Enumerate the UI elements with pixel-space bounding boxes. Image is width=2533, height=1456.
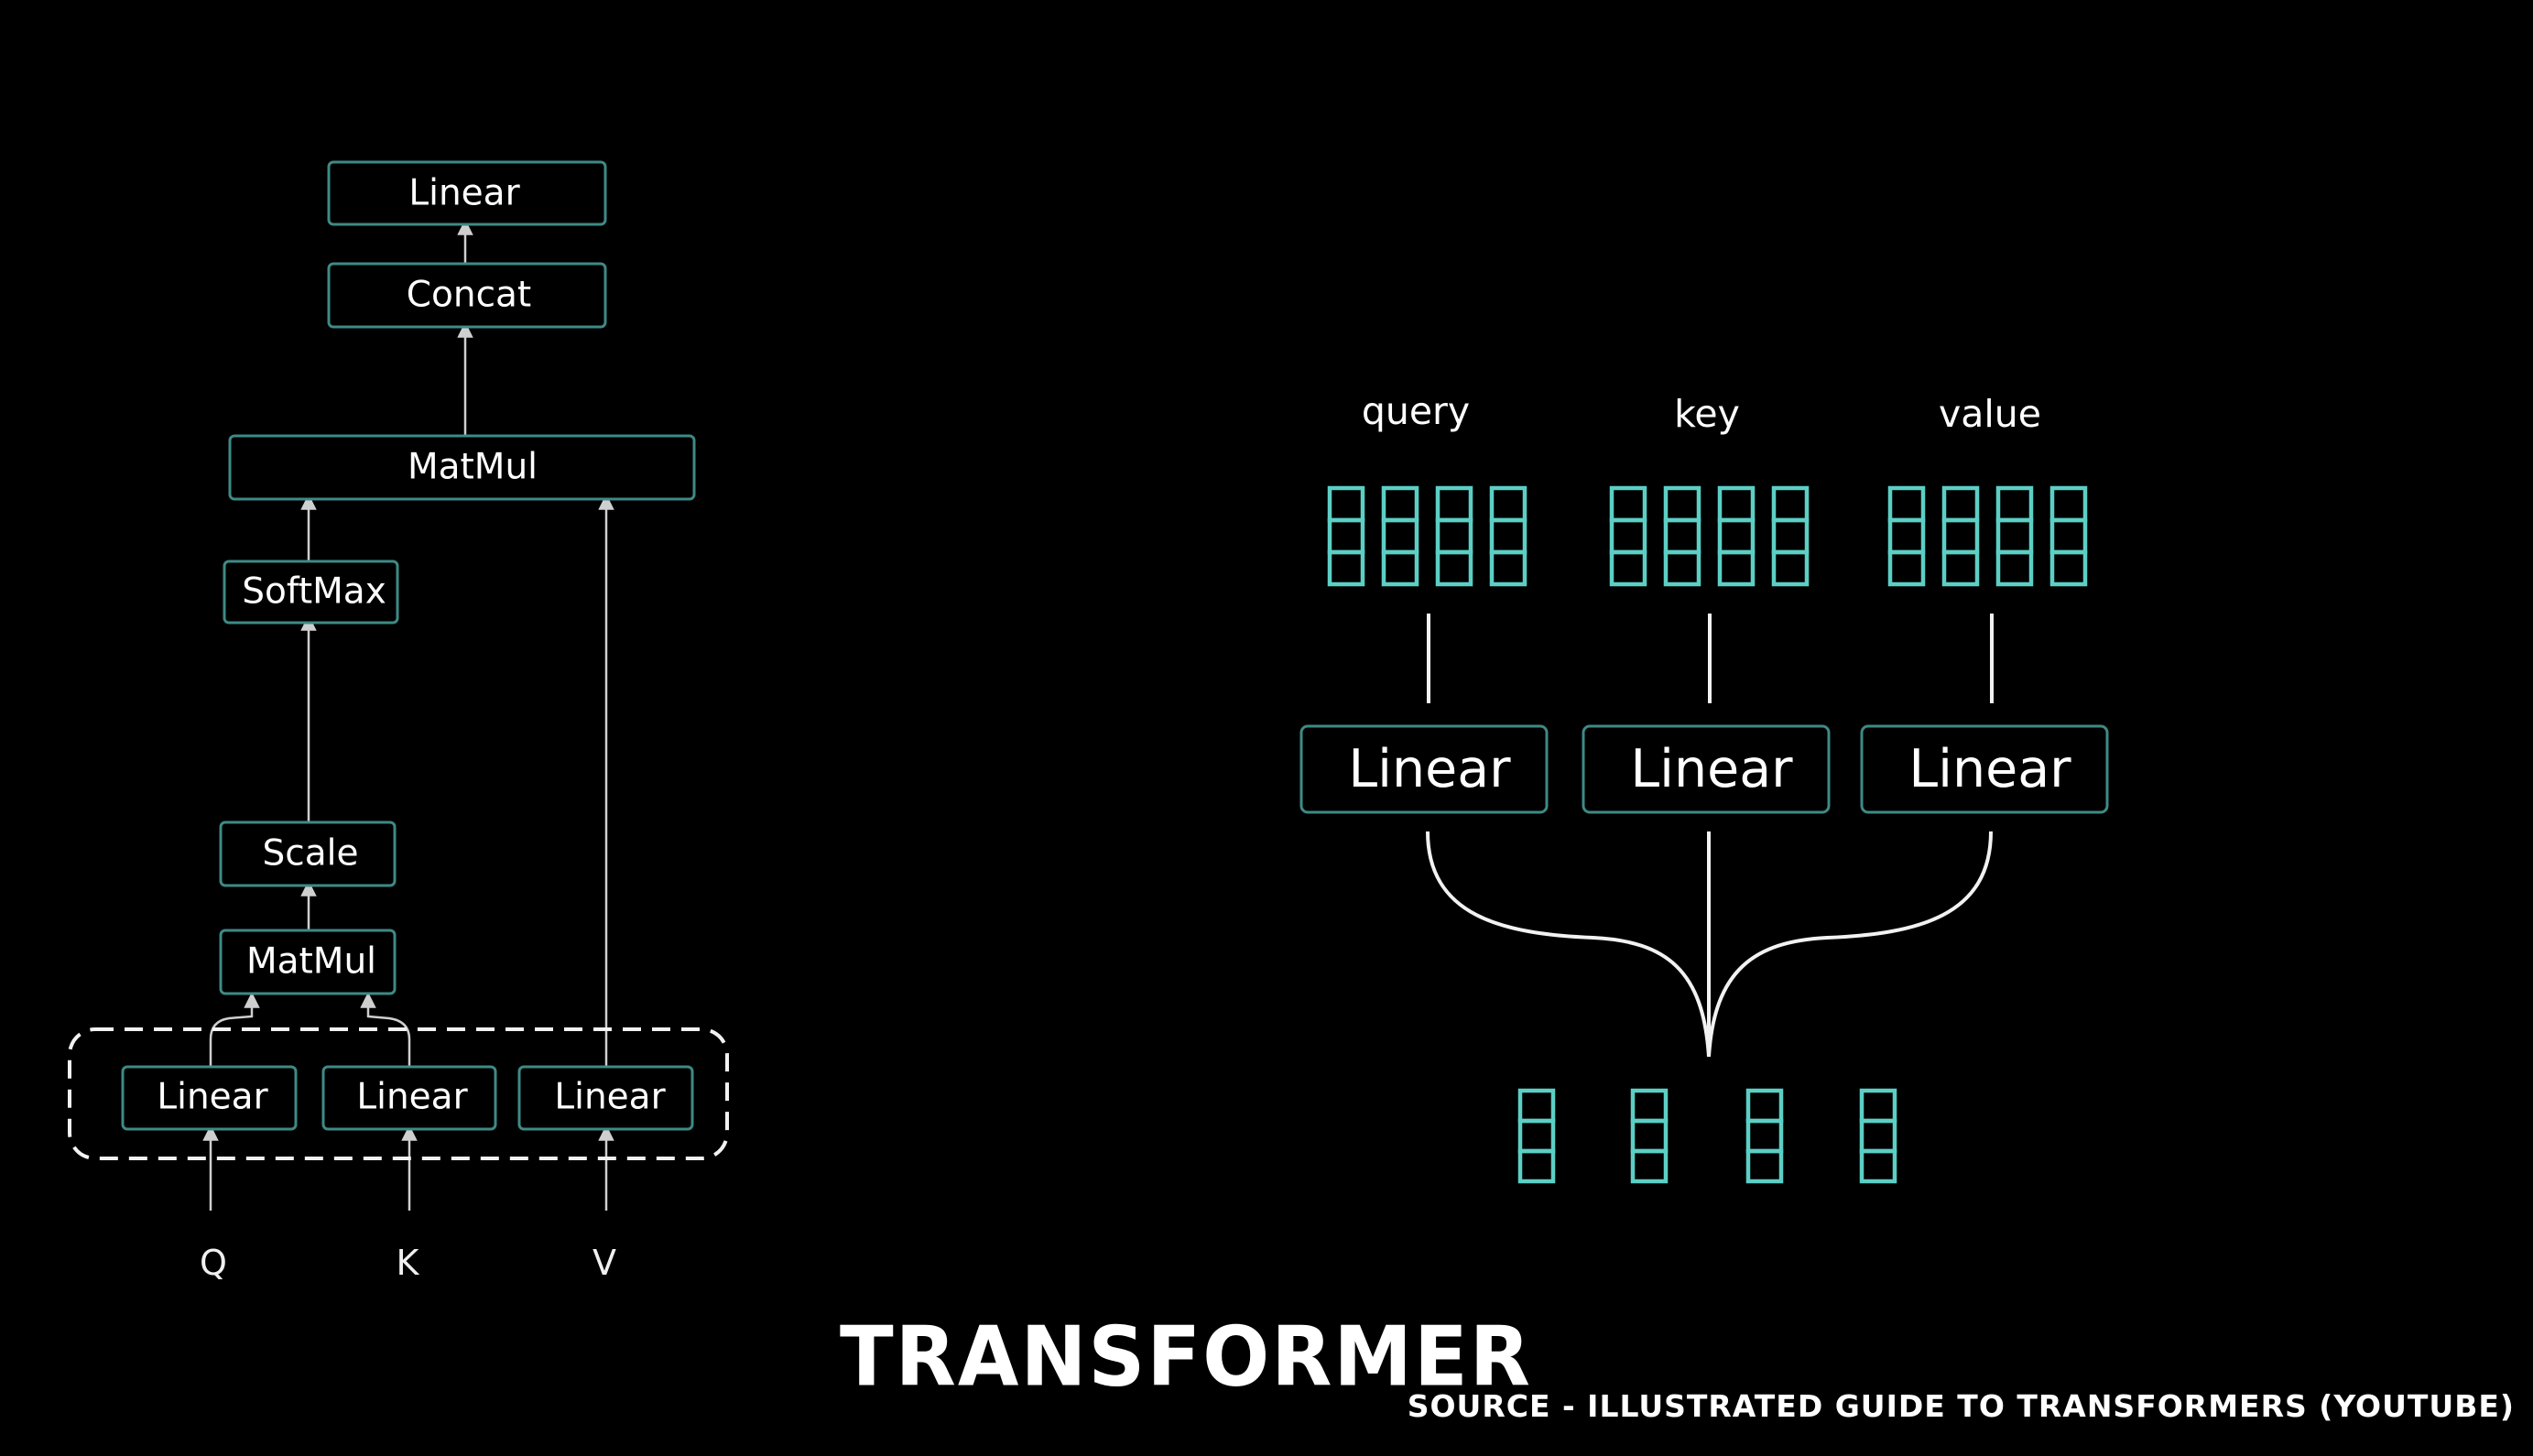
output-vector-3-cell-2 [1745,1118,1784,1154]
key-vector-3-cell-1 [1717,485,1756,523]
query-vector-1-cell-2 [1327,517,1365,555]
input-q-label: Q [200,1243,227,1283]
output-vector-group [1517,1088,1897,1184]
output-vector-2-cell-2 [1630,1118,1669,1154]
query-vector-2-cell-3 [1381,549,1419,587]
value-vector-4-cell-2 [2049,517,2088,555]
box-softmax: SoftMax [223,560,399,625]
key-vector-4-cell-1 [1771,485,1810,523]
query-vector-3-cell-2 [1435,517,1473,555]
output-vector-1-cell-3 [1517,1148,1556,1184]
linear-box-key: Linear [1582,724,1831,814]
box-linear-q-label: Linear [157,1077,268,1118]
key-vector-2-cell-2 [1663,517,1701,555]
header-key: key [1674,392,1740,436]
merge-curve-value [1707,831,1993,1058]
header-value: value [1939,392,2041,436]
arrow-linear-k-to-matmul [360,992,411,1066]
box-matmul-top-label: MatMul [408,447,538,488]
query-vector-4-cell-1 [1489,485,1527,523]
box-softmax-label: SoftMax [242,571,386,613]
query-vector-1-cell-1 [1327,485,1365,523]
box-scale: Scale [219,820,397,887]
query-vector-2-cell-2 [1381,517,1419,555]
input-k-label: K [397,1243,420,1283]
query-vector-3-cell-1 [1435,485,1473,523]
query-vector-2-cell-1 [1381,485,1419,523]
source-credit: SOURCE - ILLUSTRATED GUIDE TO TRANSFORME… [1407,1388,2515,1424]
value-vector-3-cell-3 [1995,549,2034,587]
linear-box-key-label: Linear [1630,739,1793,799]
value-vector-4-cell-1 [2049,485,2088,523]
output-vector-4-cell-1 [1859,1088,1897,1124]
value-vector-1-cell-2 [1887,517,1926,555]
linear-box-value: Linear [1860,724,2109,814]
arrow-linear-q-to-matmul [209,992,260,1066]
box-top-linear: Linear [327,160,607,226]
key-vector-4-cell-3 [1771,549,1810,587]
value-vector-1-cell-3 [1887,549,1926,587]
output-vector-3-cell-1 [1745,1088,1784,1124]
linear-box-value-label: Linear [1908,739,2071,799]
key-vector-2-cell-3 [1663,549,1701,587]
box-matmul-top: MatMul [228,434,696,501]
box-linear-q: Linear [121,1065,298,1131]
value-vector-2-cell-2 [1941,517,1980,555]
query-vector-group [1327,485,1527,587]
query-vector-4-cell-2 [1489,517,1527,555]
value-vector-2-cell-3 [1941,549,1980,587]
output-vector-1-cell-2 [1517,1118,1556,1154]
merge-curve-query [1426,831,1711,1058]
box-scale-label: Scale [263,833,359,875]
multi-head-attention-diagram: Linear Concat MatMul SoftMax Scale MatMu… [68,160,729,1283]
output-vector-4-cell-2 [1859,1118,1897,1154]
linear-box-query: Linear [1299,724,1549,814]
box-linear-k-label: Linear [356,1077,468,1118]
linear-layers-dashed-group [68,1027,729,1160]
key-vector-3-cell-3 [1717,549,1756,587]
output-vector-2-cell-3 [1630,1148,1669,1184]
slide-title: TRANSFORMER [840,1309,1532,1406]
query-vector-4-cell-3 [1489,549,1527,587]
output-vector-2-cell-1 [1630,1088,1669,1124]
value-vector-2-cell-1 [1941,485,1980,523]
left-connectors [202,219,614,1211]
value-vector-1-cell-1 [1887,485,1926,523]
key-vector-2-cell-1 [1663,485,1701,523]
box-linear-v: Linear [517,1065,694,1131]
value-vector-group [1887,485,2088,587]
box-top-linear-label: Linear [408,173,520,214]
value-vector-3-cell-2 [1995,517,2034,555]
header-query: query [1362,389,1470,433]
key-vector-1-cell-2 [1609,517,1647,555]
box-linear-k: Linear [321,1065,497,1131]
key-vector-1-cell-3 [1609,549,1647,587]
output-vector-3-cell-3 [1745,1148,1784,1184]
box-matmul-bottom: MatMul [219,929,397,995]
key-vector-group [1609,485,1810,587]
key-vector-1-cell-1 [1609,485,1647,523]
output-vector-1-cell-1 [1517,1088,1556,1124]
box-matmul-bottom-label: MatMul [246,941,376,983]
input-v-label: V [592,1243,616,1283]
box-concat: Concat [327,262,607,329]
value-vector-3-cell-1 [1995,485,2034,523]
output-vector-4-cell-3 [1859,1148,1897,1184]
box-concat-label: Concat [407,275,531,316]
query-vector-1-cell-3 [1327,549,1365,587]
key-vector-4-cell-2 [1771,517,1810,555]
qkv-projection-diagram: query key value Linear Linear Linear [1299,389,2109,1184]
value-vector-4-cell-3 [2049,549,2088,587]
box-linear-v-label: Linear [554,1077,666,1118]
key-vector-3-cell-2 [1717,517,1756,555]
query-vector-3-cell-3 [1435,549,1473,587]
linear-box-query-label: Linear [1348,739,1511,799]
